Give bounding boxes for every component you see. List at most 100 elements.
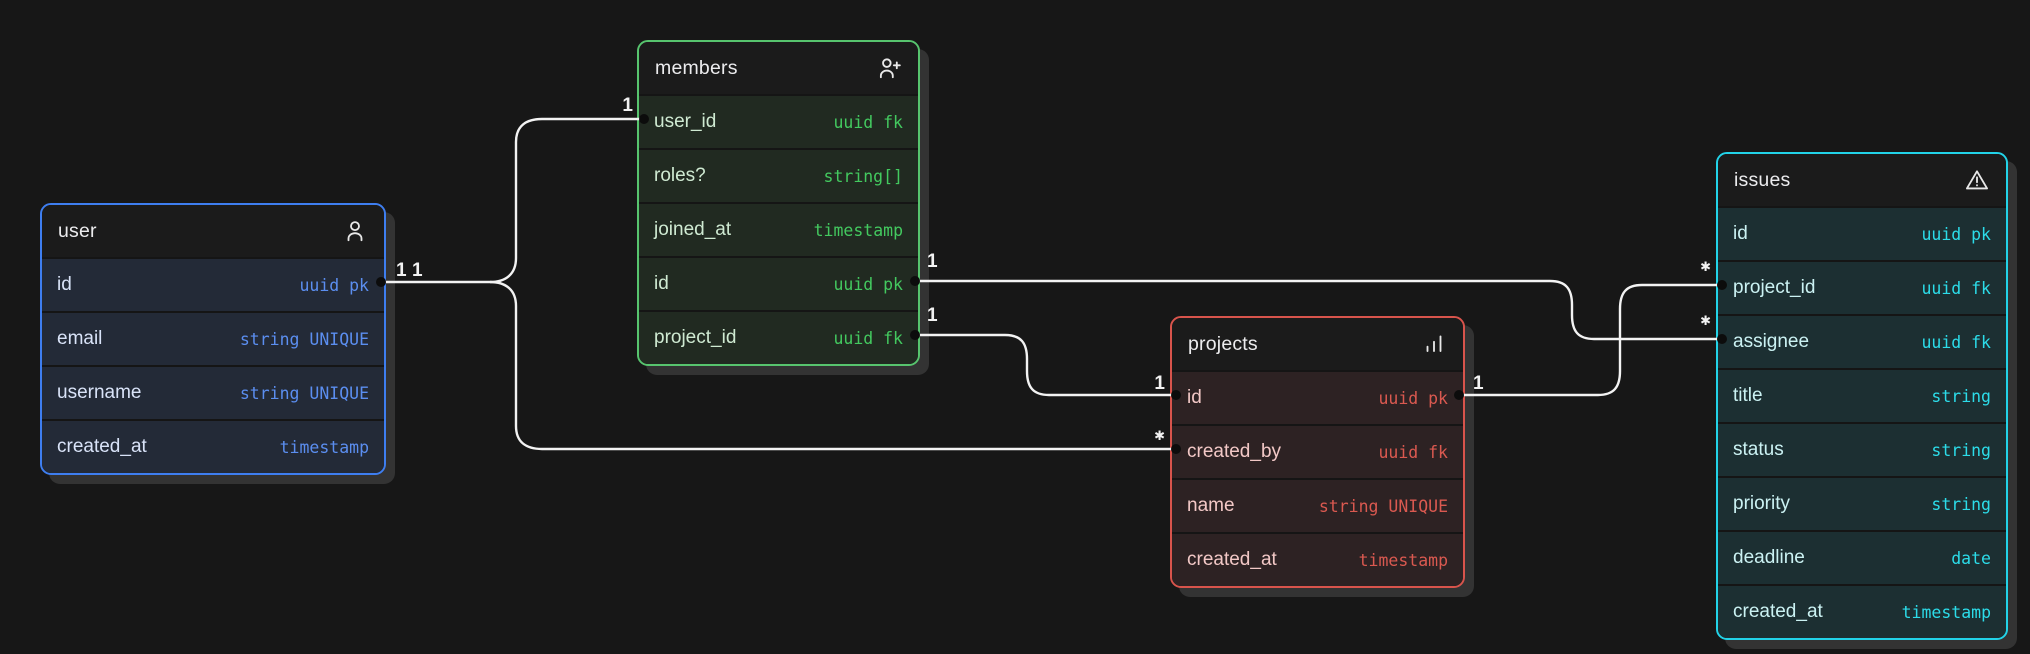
table-members[interactable]: members user_id uuid fk roles? string[] …	[637, 40, 920, 366]
field-type: uuid pk	[1378, 388, 1448, 408]
field-row[interactable]: id uuid pk	[1718, 206, 2006, 260]
field-row[interactable]: roles? string[]	[639, 148, 918, 202]
field-name: title	[1733, 385, 1763, 406]
field-type: uuid pk	[299, 275, 369, 295]
table-title: projects	[1188, 332, 1258, 355]
field-name: id	[57, 274, 72, 295]
relationship-members-issues[interactable]	[917, 279, 1722, 341]
field-row[interactable]: status string	[1718, 422, 2006, 476]
field-name: name	[1187, 495, 1235, 516]
field-row[interactable]: deadline date	[1718, 530, 2006, 584]
field-type: string	[1931, 440, 1991, 460]
cardinality-label: ✱	[1700, 259, 1711, 274]
field-name: project_id	[1733, 277, 1816, 298]
field-name: priority	[1733, 493, 1791, 514]
field-row[interactable]: created_at timestamp	[1718, 584, 2006, 638]
field-name: email	[57, 328, 103, 349]
table-issues[interactable]: issues id uuid pk project_id uuid fk ass…	[1716, 152, 2008, 640]
field-row[interactable]: name string UNIQUE	[1172, 478, 1463, 532]
field-row[interactable]: id uuid pk	[1172, 370, 1463, 424]
cardinality-label: ✱	[1700, 313, 1711, 328]
field-type: timestamp	[1901, 602, 1991, 622]
field-row[interactable]: created_at timestamp	[1172, 532, 1463, 586]
table-title: members	[655, 56, 738, 79]
field-name: id	[1187, 387, 1202, 408]
cardinality-label: 1	[927, 251, 938, 272]
cardinality-label: ✱	[1154, 428, 1165, 443]
field-type: timestamp	[813, 220, 903, 240]
endpoint-dot	[1171, 390, 1181, 400]
field-row[interactable]: project_id uuid fk	[639, 310, 918, 364]
field-type: uuid fk	[833, 328, 903, 348]
cardinality-label: 1	[1154, 373, 1165, 394]
relationship-projects-issues[interactable]	[1461, 283, 1722, 397]
table-header[interactable]: issues	[1718, 154, 2006, 206]
table-header[interactable]: user	[42, 205, 384, 257]
field-row[interactable]: priority string	[1718, 476, 2006, 530]
field-name: created_by	[1187, 441, 1282, 462]
field-name: project_id	[654, 327, 737, 348]
field-row[interactable]: username string UNIQUE	[42, 365, 384, 419]
field-name: created_at	[1187, 549, 1277, 570]
cardinality-label: 1	[622, 95, 633, 116]
field-type: uuid fk	[833, 112, 903, 132]
cardinality-label: 1	[396, 260, 407, 281]
field-name: id	[654, 273, 669, 294]
field-row[interactable]: created_by uuid fk	[1172, 424, 1463, 478]
cardinality-label: 1	[927, 305, 938, 326]
endpoint-dot	[1717, 280, 1727, 290]
endpoint-dot	[910, 276, 920, 286]
endpoint-dot	[1717, 334, 1727, 344]
alert-triangle-icon	[1963, 167, 1990, 194]
field-type: timestamp	[279, 437, 369, 457]
field-row[interactable]: created_at timestamp	[42, 419, 384, 473]
field-row[interactable]: assignee uuid fk	[1718, 314, 2006, 368]
bar-chart-icon	[1420, 331, 1447, 358]
field-row[interactable]: email string UNIQUE	[42, 311, 384, 365]
field-name: created_at	[1733, 601, 1823, 622]
field-name: assignee	[1733, 331, 1810, 352]
endpoint-dot	[1454, 390, 1464, 400]
table-header[interactable]: projects	[1172, 318, 1463, 370]
field-name: user_id	[654, 111, 717, 132]
field-name: username	[57, 382, 142, 403]
field-row[interactable]: user_id uuid fk	[639, 94, 918, 148]
field-type: string	[1931, 494, 1991, 514]
field-type: uuid fk	[1378, 442, 1448, 462]
field-name: created_at	[57, 436, 147, 457]
field-type: string UNIQUE	[239, 329, 369, 349]
cardinality-label: 1	[1473, 373, 1484, 394]
field-row[interactable]: id uuid pk	[639, 256, 918, 310]
field-name: deadline	[1733, 547, 1805, 568]
person-icon	[341, 218, 368, 245]
field-row[interactable]: id uuid pk	[42, 257, 384, 311]
field-row[interactable]: joined_at timestamp	[639, 202, 918, 256]
field-type: string UNIQUE	[239, 383, 369, 403]
table-header[interactable]: members	[639, 42, 918, 94]
endpoint-dot	[376, 277, 386, 287]
field-type: uuid fk	[1921, 278, 1991, 298]
field-name: status	[1733, 439, 1784, 460]
field-name: id	[1733, 223, 1748, 244]
table-title: user	[58, 219, 97, 242]
field-row[interactable]: title string	[1718, 368, 2006, 422]
field-row[interactable]: project_id uuid fk	[1718, 260, 2006, 314]
field-type: date	[1951, 548, 1991, 568]
field-name: joined_at	[654, 219, 732, 240]
endpoint-dot	[639, 114, 649, 124]
table-title: issues	[1734, 168, 1791, 191]
cardinality-label: 1	[412, 260, 423, 281]
field-type: timestamp	[1358, 550, 1448, 570]
field-type: string	[1931, 386, 1991, 406]
field-type: uuid pk	[1921, 224, 1991, 244]
relationship-members-projects[interactable]	[917, 333, 1176, 397]
person-plus-icon	[875, 55, 902, 82]
table-user[interactable]: user id uuid pk email string UNIQUE user…	[40, 203, 386, 475]
endpoint-dot	[1171, 444, 1181, 454]
relationship-user-members[interactable]	[383, 117, 648, 284]
endpoint-dot	[910, 330, 920, 340]
table-projects[interactable]: projects id uuid pk created_by uuid fk n…	[1170, 316, 1465, 588]
relationship-user-projects[interactable]	[489, 280, 1176, 451]
